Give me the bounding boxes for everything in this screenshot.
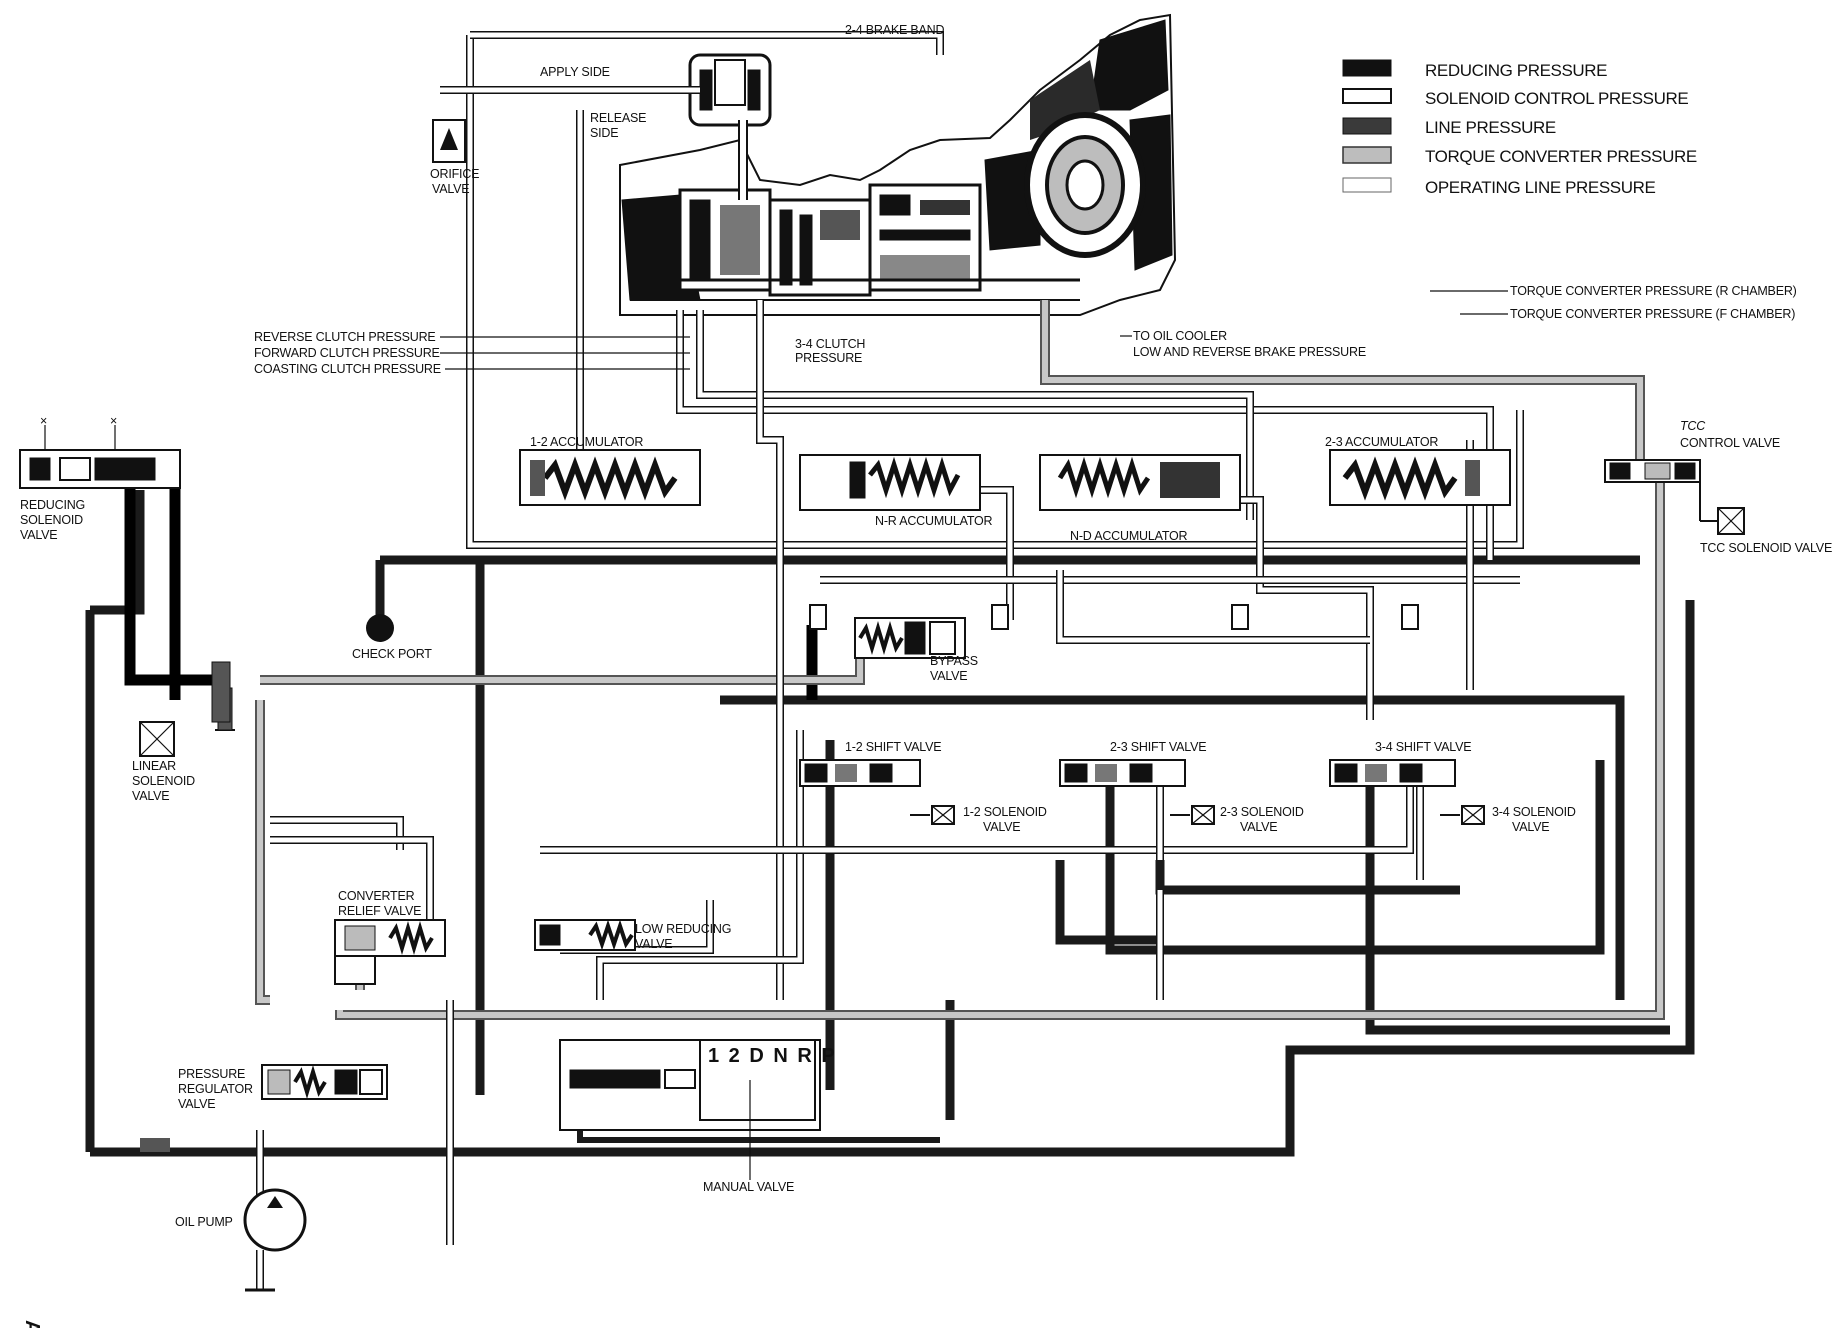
bypass-valve xyxy=(855,618,965,658)
solenoid-34 xyxy=(1462,806,1484,824)
shift-valve-34 xyxy=(1330,760,1455,786)
accumulator-nd xyxy=(1040,455,1240,510)
accumulator-nr xyxy=(800,455,980,510)
label-converter-1: CONVERTER xyxy=(338,889,415,903)
legend-swatch-operating xyxy=(1343,178,1391,192)
line-shift-cross xyxy=(1160,860,1460,890)
label-apply-side: APPLY SIDE xyxy=(540,65,610,79)
label-low-reducing-1: LOW REDUCING xyxy=(635,922,731,936)
shift-valve-12 xyxy=(800,760,920,786)
label-reducing-solenoid-2: SOLENOID xyxy=(20,513,83,527)
label-shift-23: 2-3 SHIFT VALVE xyxy=(1110,740,1206,754)
label-coasting-clutch: COASTING CLUTCH PRESSURE xyxy=(254,362,441,376)
label-34-clutch-2: PRESSURE xyxy=(795,351,862,365)
label-oil-pump: OIL PUMP xyxy=(175,1215,233,1229)
exhaust-mark: × xyxy=(110,414,117,428)
check-port-symbol xyxy=(366,614,394,642)
label-tcc-control-2: CONTROL VALVE xyxy=(1680,436,1780,450)
label-tc-f-chamber: TORQUE CONVERTER PRESSURE (F CHAMBER) xyxy=(1510,307,1795,321)
accumulator-23 xyxy=(1330,450,1510,505)
label-sol-12-2: VALVE xyxy=(983,820,1020,834)
label-sol-34-2: VALVE xyxy=(1512,820,1549,834)
label-acc-23: 2-3 ACCUMULATOR xyxy=(1325,435,1438,449)
label-tc-r-chamber: TORQUE CONVERTER PRESSURE (R CHAMBER) xyxy=(1510,284,1797,298)
low-reducing-valve xyxy=(535,920,635,950)
label-acc-nr: N-R ACCUMULATOR xyxy=(875,514,993,528)
label-tcc-control-1: TCC xyxy=(1680,419,1706,433)
legend-label-solenoid: SOLENOID CONTROL PRESSURE xyxy=(1425,89,1688,108)
label-pressure-reg-3: VALVE xyxy=(178,1097,215,1111)
label-sol-23-1: 2-3 SOLENOID xyxy=(1220,805,1304,819)
legend-swatch-converter xyxy=(1343,147,1391,163)
label-bypass-1: BYPASS xyxy=(930,654,978,668)
label-figure-code: AS2A42 xyxy=(21,1320,43,1328)
label-pressure-reg-1: PRESSURE xyxy=(178,1067,245,1081)
tc-route-upper xyxy=(260,620,860,680)
label-linear-2: SOLENOID xyxy=(132,774,195,788)
label-pressure-reg-2: REGULATOR xyxy=(178,1082,253,1096)
label-shift-34: 3-4 SHIFT VALVE xyxy=(1375,740,1471,754)
label-bypass-2: VALVE xyxy=(930,669,967,683)
op-top-band xyxy=(470,35,940,55)
label-forward-clutch: FORWARD CLUTCH PRESSURE xyxy=(254,346,440,360)
op-34-clutch xyxy=(760,300,780,1000)
label-manual-positions: 1 2 D N R P xyxy=(708,1045,837,1067)
label-shift-12: 1-2 SHIFT VALVE xyxy=(845,740,941,754)
orifice-valve-symbol xyxy=(433,120,465,162)
label-acc-12: 1-2 ACCUMULATOR xyxy=(530,435,643,449)
exhaust-mark: × xyxy=(40,414,47,428)
op-converter-relief xyxy=(270,820,400,850)
line-shift23-loop xyxy=(1110,760,1600,950)
label-check-port: CHECK PORT xyxy=(352,647,432,661)
label-oil-cooler: TO OIL COOLER xyxy=(1133,329,1227,343)
converter-hub xyxy=(1067,161,1103,209)
shift-valve-23 xyxy=(1060,760,1185,786)
label-orifice-1: ORIFICE xyxy=(430,167,479,181)
legend-label-line: LINE PRESSURE xyxy=(1425,118,1556,137)
label-low-reverse: LOW AND REVERSE BRAKE PRESSURE xyxy=(1133,345,1366,359)
reducing-solenoid-valve: × × xyxy=(20,414,180,488)
label-manual-valve: MANUAL VALVE xyxy=(703,1180,794,1194)
legend-swatch-reducing xyxy=(1343,60,1391,76)
housing-top-right xyxy=(1090,20,1168,110)
label-sol-23-2: VALVE xyxy=(1240,820,1277,834)
label-34-clutch-1: 3-4 CLUTCH xyxy=(795,337,865,351)
label-acc-nd: N-D ACCUMULATOR xyxy=(1070,529,1188,543)
label-linear-3: VALVE xyxy=(132,789,169,803)
label-release-side-2: SIDE xyxy=(590,126,618,140)
tcc-control-valve xyxy=(1605,460,1700,482)
label-converter-2: RELIEF VALVE xyxy=(338,904,421,918)
accumulator-12 xyxy=(520,450,700,505)
legend-label-operating: OPERATING LINE PRESSURE xyxy=(1425,178,1655,197)
transmission-case xyxy=(620,15,1175,315)
tcc-solenoid-valve xyxy=(1700,482,1744,534)
converter-relief-valve xyxy=(335,920,445,984)
label-release-side-1: RELEASE xyxy=(590,111,646,125)
label-sol-34-1: 3-4 SOLENOID xyxy=(1492,805,1576,819)
legend-swatch-line xyxy=(1343,118,1391,134)
solenoid-12 xyxy=(932,806,954,824)
label-sol-12-1: 1-2 SOLENOID xyxy=(963,805,1047,819)
solenoid-23 xyxy=(1192,806,1214,824)
label-tcc-solenoid: TCC SOLENOID VALVE xyxy=(1700,541,1832,555)
label-reducing-solenoid-3: VALVE xyxy=(20,528,57,542)
legend-label-reducing: REDUCING PRESSURE xyxy=(1425,61,1607,80)
label-reverse-clutch: REVERSE CLUTCH PRESSURE xyxy=(254,330,436,344)
legend-label-converter: TORQUE CONVERTER PRESSURE xyxy=(1425,147,1697,166)
legend: REDUCING PRESSURE SOLENOID CONTROL PRESS… xyxy=(1343,60,1697,197)
label-low-reducing-2: VALVE xyxy=(635,937,672,951)
oil-pump-symbol xyxy=(245,1190,305,1290)
label-brake-band: 2-4 BRAKE BAND xyxy=(845,23,944,37)
label-linear-1: LINEAR xyxy=(132,759,176,773)
label-reducing-solenoid-1: REDUCING xyxy=(20,498,85,512)
label-orifice-2: VALVE xyxy=(432,182,469,196)
legend-swatch-solenoid xyxy=(1343,89,1391,103)
op-release-side xyxy=(580,110,620,470)
